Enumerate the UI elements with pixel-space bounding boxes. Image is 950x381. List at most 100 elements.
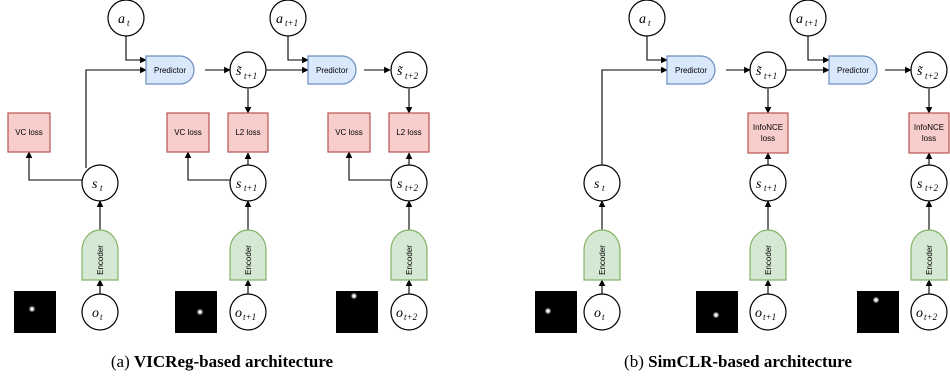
encoder-label: Encoder	[96, 245, 105, 275]
label-s: s	[594, 177, 600, 192]
label-sub: t+1	[763, 312, 776, 322]
label-a: a	[276, 12, 283, 27]
label-o: o	[594, 306, 601, 321]
predictor-label: Predictor	[154, 66, 186, 75]
node-o-t2-b: o t+2	[910, 293, 948, 331]
label-s: s	[917, 177, 923, 192]
label-o: o	[916, 306, 923, 321]
node-s-t2-b: s t+2	[910, 164, 948, 202]
encoder-3-b: Encoder	[910, 229, 948, 281]
label-a: a	[796, 12, 803, 27]
node-s-tilde-t1-b: s̃ t+1	[749, 51, 787, 89]
encoder-label: Encoder	[598, 245, 607, 275]
observation-image-1	[14, 291, 56, 333]
infonce-label-line1: InfoNCE	[753, 123, 783, 132]
label-s: s	[92, 177, 98, 192]
label-sub: t+2	[925, 183, 939, 193]
observation-image-2-b	[696, 291, 738, 333]
node-a-t: a t	[107, 0, 145, 37]
predictor-label: Predictor	[316, 66, 348, 75]
label-sub: t	[602, 312, 605, 322]
node-s-t1-b: s t+1	[749, 164, 787, 202]
node-o-t2: o t+2	[390, 293, 428, 331]
label-a: a	[118, 12, 125, 27]
node-a-t1-b: a t+1	[789, 0, 827, 37]
l2-loss-label: L2 loss	[396, 128, 421, 137]
panel-b: a t a t+1 Predictor Predictor s̃ t+1 s̃ …	[535, 0, 950, 371]
vc-loss-box-3: VC loss	[327, 112, 371, 153]
encoder-1-b: Encoder	[583, 229, 621, 281]
predictor-label: Predictor	[837, 66, 869, 75]
node-o-t1-b: o t+1	[749, 293, 787, 331]
observation-image-2	[175, 291, 217, 333]
l2-loss-label: L2 loss	[235, 128, 260, 137]
infonce-label-line1: InfoNCE	[914, 123, 944, 132]
label-sub: t+1	[805, 18, 818, 28]
label-sub: t	[127, 18, 130, 28]
observation-image-1-b	[535, 291, 577, 333]
predictor-2-b: Predictor	[828, 55, 878, 85]
node-s-t1: s t+1	[229, 164, 267, 202]
label-sub: t	[100, 312, 103, 322]
infonce-loss-box-1: InfoNCE loss	[747, 112, 789, 154]
node-s-tilde-t2-b: s̃ t+2	[910, 51, 948, 89]
label-sub: t+1	[764, 183, 777, 193]
vc-loss-label: VC loss	[335, 128, 363, 137]
label-sub: t+2	[924, 312, 938, 322]
infonce-loss-box-2: InfoNCE loss	[908, 112, 950, 154]
encoder-label: Encoder	[764, 245, 773, 275]
predictor-2: Predictor	[307, 55, 357, 85]
vc-loss-box-1: VC loss	[7, 112, 51, 153]
node-o-t-b: o t	[583, 293, 621, 331]
l2-loss-box-2: L2 loss	[388, 112, 430, 153]
label-sub: t+1	[244, 71, 257, 81]
node-s-t2: s t+2	[390, 164, 428, 202]
predictor-1-b: Predictor	[666, 55, 716, 85]
label-s-tilde: s̃	[236, 64, 242, 79]
observation-image-3	[336, 291, 378, 333]
label-sub: t+1	[764, 71, 777, 81]
node-a-t-b: a t	[628, 0, 666, 37]
vc-loss-box-2: VC loss	[166, 112, 210, 153]
encoder-2-b: Encoder	[749, 229, 787, 281]
vc-loss-label: VC loss	[174, 128, 202, 137]
label-s: s	[397, 177, 403, 192]
predictor-label: Predictor	[675, 66, 707, 75]
encoder-1: Encoder	[81, 229, 119, 281]
node-s-t: s t	[81, 164, 119, 202]
label-sub: t+2	[405, 71, 419, 81]
label-sub: t+1	[243, 312, 256, 322]
encoder-label: Encoder	[925, 245, 934, 275]
node-o-t1: o t+1	[229, 293, 267, 331]
label-sub: t+1	[285, 18, 298, 28]
infonce-label-line2: loss	[761, 134, 775, 143]
label-o: o	[235, 306, 242, 321]
l2-loss-box-1: L2 loss	[227, 112, 269, 153]
node-o-t: o t	[81, 293, 119, 331]
label-s-tilde: s̃	[917, 64, 923, 79]
caption-a: (a) VICReg-based architecture	[111, 352, 334, 371]
label-o: o	[396, 306, 403, 321]
label-o: o	[92, 306, 99, 321]
caption-b: (b) SimCLR-based architecture	[624, 352, 852, 371]
label-sub: t+2	[925, 71, 939, 81]
label-a: a	[639, 12, 646, 27]
label-s: s	[756, 177, 762, 192]
encoder-2: Encoder	[229, 229, 267, 281]
predictor-1: Predictor	[145, 55, 195, 85]
label-sub: t+1	[244, 183, 257, 193]
infonce-label-line2: loss	[922, 134, 936, 143]
label-sub: t	[602, 183, 605, 193]
label-sub: t	[648, 18, 651, 28]
node-s-t-b: s t	[583, 164, 621, 202]
panel-a: a t a t+1 Predictor Predictor s̃ t+1 s̃ …	[7, 0, 430, 371]
node-s-tilde-t1: s̃ t+1	[229, 51, 267, 89]
label-o: o	[755, 306, 762, 321]
encoder-label: Encoder	[244, 245, 253, 275]
label-sub: t+2	[405, 183, 419, 193]
label-s: s	[236, 177, 242, 192]
encoder-label: Encoder	[405, 245, 414, 275]
node-a-t1: a t+1	[269, 0, 307, 37]
label-s-tilde: s̃	[756, 64, 762, 79]
